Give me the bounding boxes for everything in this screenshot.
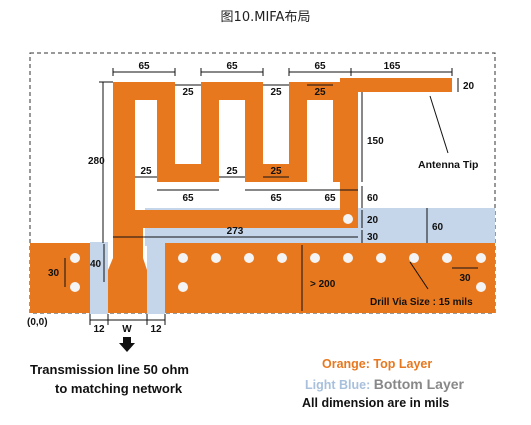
via — [343, 253, 353, 263]
dim-gap-top-1: 25 — [182, 87, 194, 98]
bottom-layer-feed-gap-right — [147, 242, 165, 314]
via — [211, 253, 221, 263]
dim-gap-right: 12 — [150, 324, 162, 335]
meander-vert-1 — [157, 82, 175, 182]
via — [70, 253, 80, 263]
legend-orange-prefix: Orange: — [322, 357, 374, 371]
dim-feed-height: 40 — [90, 259, 102, 270]
via — [442, 253, 452, 263]
dim-gap-top-3: 25 — [314, 87, 326, 98]
dim-feed-gap: 60 — [367, 193, 379, 204]
bottom-layer-feed-gap-left — [90, 242, 108, 314]
via — [178, 253, 188, 263]
legend-blue: Light Blue: Bottom Layer — [305, 376, 464, 392]
dim-meander-height: 150 — [367, 136, 384, 147]
via — [476, 253, 486, 263]
antenna-tip-arm — [340, 78, 452, 92]
via — [277, 253, 287, 263]
dim-bot-seg-3: 65 — [324, 193, 336, 204]
dim-top-seg-4: 165 — [384, 61, 401, 72]
via — [343, 214, 353, 224]
meander-vert-4 — [289, 82, 307, 182]
dim-gap-left: 12 — [93, 324, 105, 335]
dim-gap-bot-3: 25 — [270, 166, 282, 177]
transmission-line-label-1: Transmission line 50 ohm — [30, 362, 189, 377]
via — [244, 253, 254, 263]
legend-orange: Orange: Top Layer — [322, 357, 432, 371]
dim-feed-arm-width: 20 — [367, 215, 379, 226]
dim-top-seg-2: 65 — [226, 61, 238, 72]
dim-via-spacing-v: 30 — [48, 268, 60, 279]
dim-bot-seg-1: 65 — [182, 193, 194, 204]
feed-arm — [113, 210, 358, 228]
via — [310, 253, 320, 263]
dim-trace-width-top: 20 — [463, 81, 475, 92]
dim-gap-bot-2: 25 — [226, 166, 238, 177]
board-outline — [29, 52, 496, 314]
via — [376, 253, 386, 263]
antenna-tip-label: Antenna Tip — [418, 159, 478, 171]
dim-bottom-region: 60 — [432, 222, 444, 233]
legend-note: All dimension are in mils — [302, 396, 450, 410]
via-group — [70, 214, 486, 292]
dim-gap-bot-1: 25 — [140, 166, 152, 177]
dim-top-seg-3: 65 — [314, 61, 326, 72]
legend-orange-value: Top Layer — [373, 357, 433, 371]
dim-arm-length: 273 — [227, 226, 244, 237]
via — [409, 253, 419, 263]
dim-arm-to-ground: 30 — [367, 232, 379, 243]
transmission-line-label-2: to matching network — [55, 381, 183, 396]
meander-vert-6 — [340, 82, 358, 228]
drill-via-label: Drill Via Size : 15 mils — [370, 297, 473, 308]
antenna-left-vertical — [113, 82, 135, 242]
dim-gap-top-2: 25 — [270, 87, 282, 98]
legend-blue-value: Bottom Layer — [373, 376, 464, 392]
dimension-lines — [64, 68, 478, 325]
meander-vert-2 — [201, 82, 219, 182]
meander-vert-3 — [245, 82, 263, 182]
dim-feed-width: W — [122, 324, 132, 335]
via — [178, 282, 188, 292]
dimension-labels: 65 65 65 165 25 25 25 25 25 25 65 65 65 … — [48, 61, 475, 335]
dim-via-spacing-h: 30 — [459, 273, 471, 284]
origin-label: (0,0) — [27, 317, 48, 328]
ground-plane-right — [165, 243, 495, 313]
via — [476, 282, 486, 292]
ground-plane-left — [30, 243, 90, 313]
dim-bot-seg-2: 65 — [270, 193, 282, 204]
dim-height-left: 280 — [88, 156, 105, 167]
dim-top-seg-1: 65 — [138, 61, 150, 72]
down-arrow-icon — [119, 337, 135, 352]
legend-blue-prefix: Light Blue: — [305, 378, 374, 392]
via — [70, 282, 80, 292]
figure-caption: 图10.MIFA布局 — [220, 10, 311, 25]
dim-ground-height: > 200 — [310, 279, 336, 290]
